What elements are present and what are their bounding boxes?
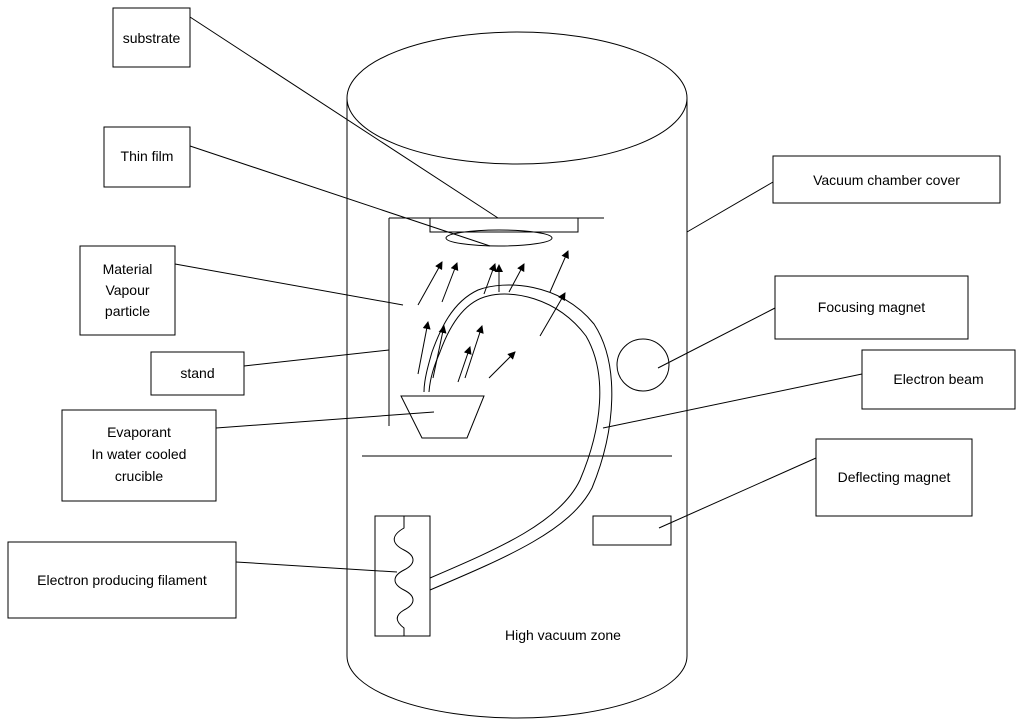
label-thin-film-text: Thin film bbox=[121, 148, 174, 164]
label-vapour: Material Vapour particle bbox=[79, 245, 176, 336]
label-focusing-magnet: Focusing magnet bbox=[774, 275, 969, 340]
high-vacuum-zone-label: High vacuum zone bbox=[505, 627, 621, 643]
vacuum-chamber bbox=[346, 31, 688, 719]
label-substrate: substrate bbox=[112, 7, 191, 68]
crucible bbox=[400, 395, 485, 439]
leader-lines bbox=[174, 16, 863, 573]
label-evaporant-line3: crucible bbox=[115, 468, 163, 484]
stand bbox=[388, 217, 604, 426]
substrate bbox=[429, 217, 579, 233]
label-evaporant-line1: Evaporant bbox=[107, 424, 171, 440]
label-electron-beam-text: Electron beam bbox=[893, 371, 983, 387]
label-vapour-line2: Vapour bbox=[105, 282, 149, 298]
deflecting-magnet bbox=[592, 515, 672, 546]
chamber-top-ellipse bbox=[346, 31, 688, 165]
label-electron-beam: Electron beam bbox=[861, 349, 1016, 410]
label-vacuum-cover-text: Vacuum chamber cover bbox=[813, 172, 960, 188]
filament-housing bbox=[374, 515, 431, 637]
label-stand: stand bbox=[150, 351, 245, 396]
label-filament-text: Electron producing filament bbox=[37, 572, 207, 588]
electron-beam bbox=[423, 284, 613, 591]
label-deflecting-magnet-text: Deflecting magnet bbox=[838, 469, 951, 485]
label-evaporant: Evaporant In water cooled crucible bbox=[61, 409, 217, 502]
label-vacuum-cover: Vacuum chamber cover bbox=[772, 155, 1001, 204]
label-stand-text: stand bbox=[180, 365, 214, 381]
label-vapour-line3: particle bbox=[105, 303, 150, 319]
label-evaporant-line2: In water cooled bbox=[92, 446, 187, 462]
label-filament: Electron producing filament bbox=[7, 541, 237, 619]
vapour-arrows bbox=[417, 250, 569, 383]
focusing-magnet bbox=[616, 338, 670, 392]
label-substrate-text: substrate bbox=[123, 30, 181, 46]
label-vapour-line1: Material bbox=[103, 261, 153, 277]
label-deflecting-magnet: Deflecting magnet bbox=[815, 438, 973, 517]
chamber-body bbox=[346, 98, 688, 719]
thin-film bbox=[445, 229, 553, 247]
filament-coil bbox=[393, 516, 414, 636]
label-thin-film: Thin film bbox=[103, 126, 191, 188]
label-focusing-magnet-text: Focusing magnet bbox=[818, 299, 926, 315]
